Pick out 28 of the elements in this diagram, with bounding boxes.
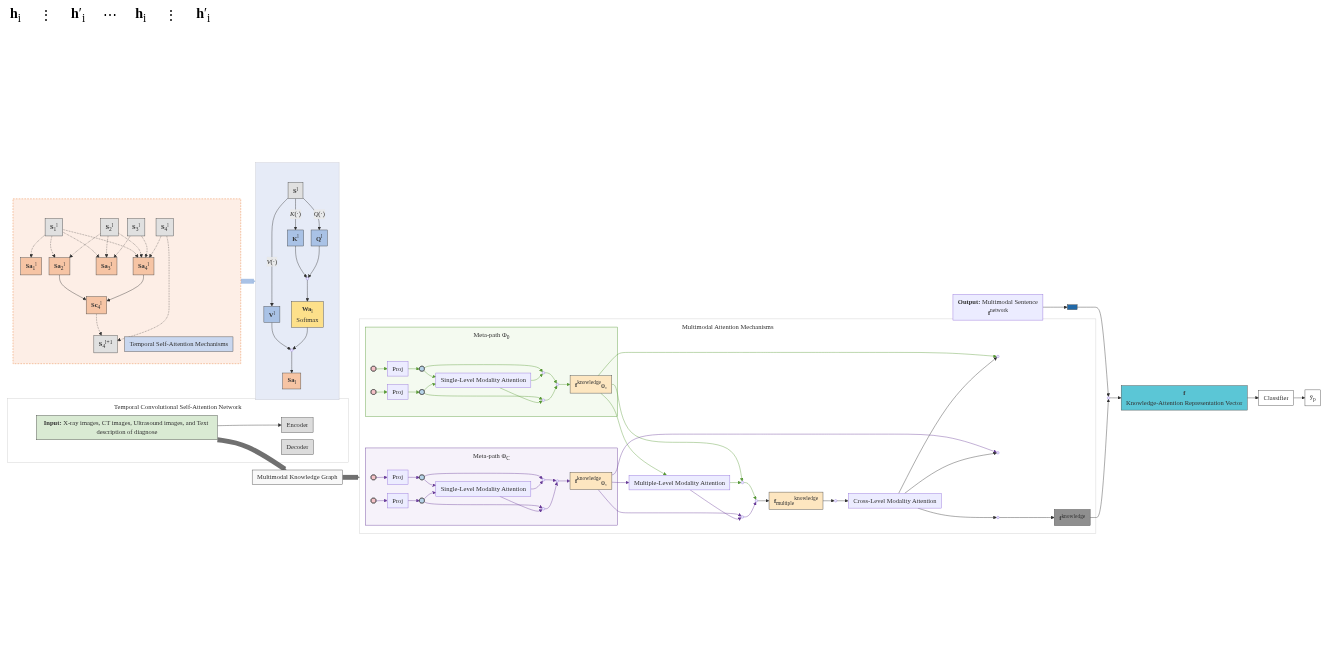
- arrow: [340, 474, 360, 480]
- symbol-label: h′$_{i}$: [196, 5, 211, 25]
- node-circle: [555, 479, 559, 483]
- node-circle: [996, 355, 999, 358]
- node-circle: [305, 277, 309, 281]
- symbol-label: ⋮: [164, 6, 179, 24]
- cluster: [12, 198, 241, 364]
- node-circle: [555, 383, 559, 386]
- node-circle: [996, 516, 999, 519]
- node-circle: [541, 371, 545, 375]
- node-circle: [289, 348, 293, 352]
- node-circle: [754, 499, 758, 503]
- node-circle: [740, 481, 744, 484]
- node-circle: [996, 451, 999, 455]
- symbol-label: ⋮: [39, 6, 54, 24]
- symbol-label: h′$_{i}$: [71, 5, 86, 25]
- symbol-label: h$_{i}$: [135, 5, 147, 25]
- node-circle: [1106, 396, 1110, 400]
- node-circle: [541, 507, 545, 511]
- node-circle: [541, 398, 545, 402]
- node-circle: [740, 515, 744, 519]
- node-circle: [541, 478, 545, 482]
- node-circle: [833, 499, 837, 503]
- cluster: [254, 162, 339, 400]
- arrow: [216, 437, 286, 472]
- symbol-label: ⋯: [103, 6, 118, 24]
- node-bar: [1066, 304, 1077, 310]
- symbol-label: h$_{i}$: [10, 5, 22, 25]
